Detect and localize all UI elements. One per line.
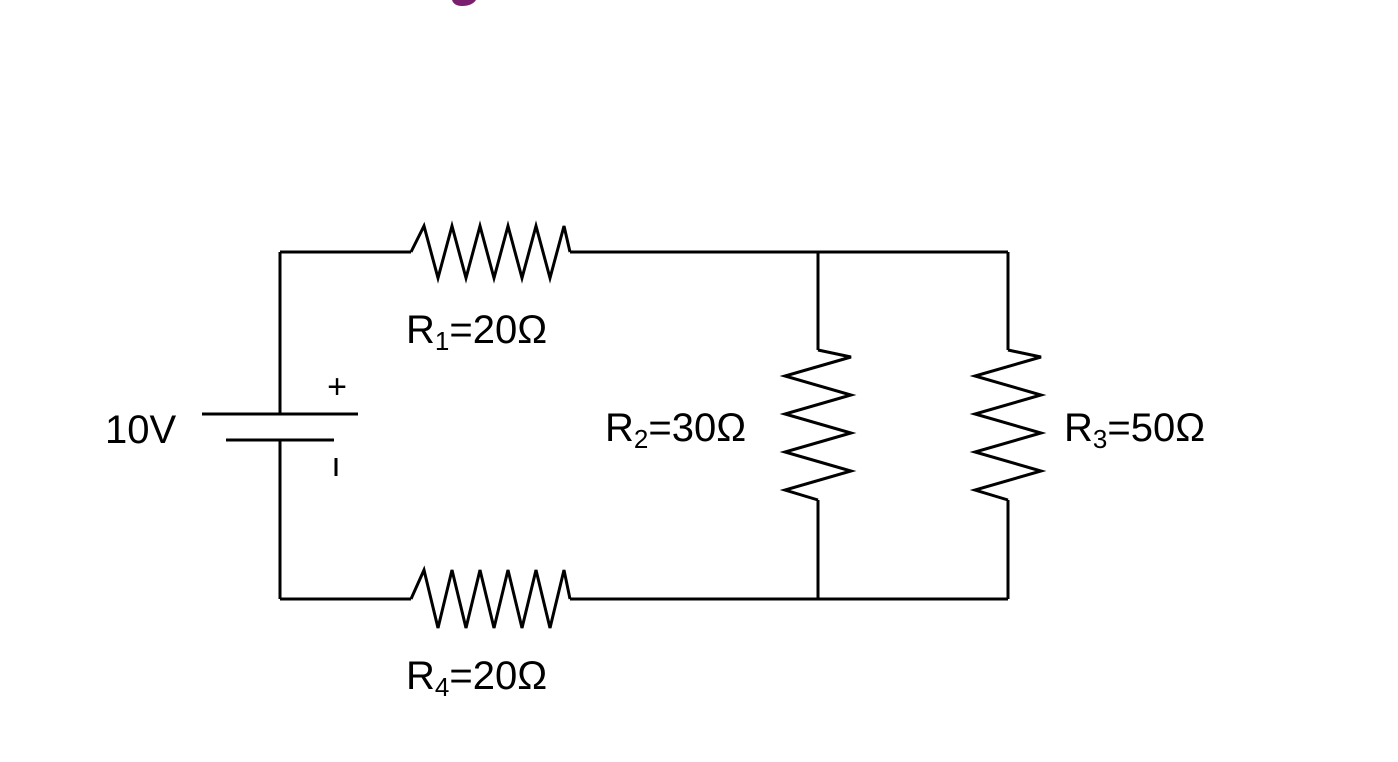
resistor-r2-name: R (605, 406, 634, 450)
resistor-r1-name: R (406, 308, 435, 352)
resistor-r4-label: R4=20Ω (406, 654, 547, 702)
cropped-top-mark (452, 0, 476, 6)
resistor-r1-symbol (409, 220, 572, 284)
resistor-r3-index: 3 (1093, 424, 1107, 454)
resistor-r3-symbol (969, 348, 1047, 502)
resistor-r2-symbol (779, 348, 857, 502)
resistor-r1-label: R1=20Ω (406, 308, 547, 356)
battery-voltage-label: 10V (105, 408, 176, 452)
resistor-r1-value: =20Ω (449, 308, 547, 352)
resistor-r1-index: 1 (435, 326, 449, 356)
resistor-r4-value: =20Ω (449, 654, 547, 698)
resistor-r4-index: 4 (435, 672, 449, 702)
resistor-r3-label: R3=50Ω (1064, 406, 1205, 454)
resistor-r2-index: 2 (634, 424, 648, 454)
resistor-r3-value: =50Ω (1107, 406, 1205, 450)
resistor-r2-value: =30Ω (648, 406, 746, 450)
resistor-r4-name: R (406, 654, 435, 698)
resistor-r4-symbol (409, 565, 572, 629)
resistor-r3-name: R (1064, 406, 1093, 450)
battery-positive-sign: + (327, 368, 347, 406)
resistor-r2-label: R2=30Ω (605, 406, 746, 454)
